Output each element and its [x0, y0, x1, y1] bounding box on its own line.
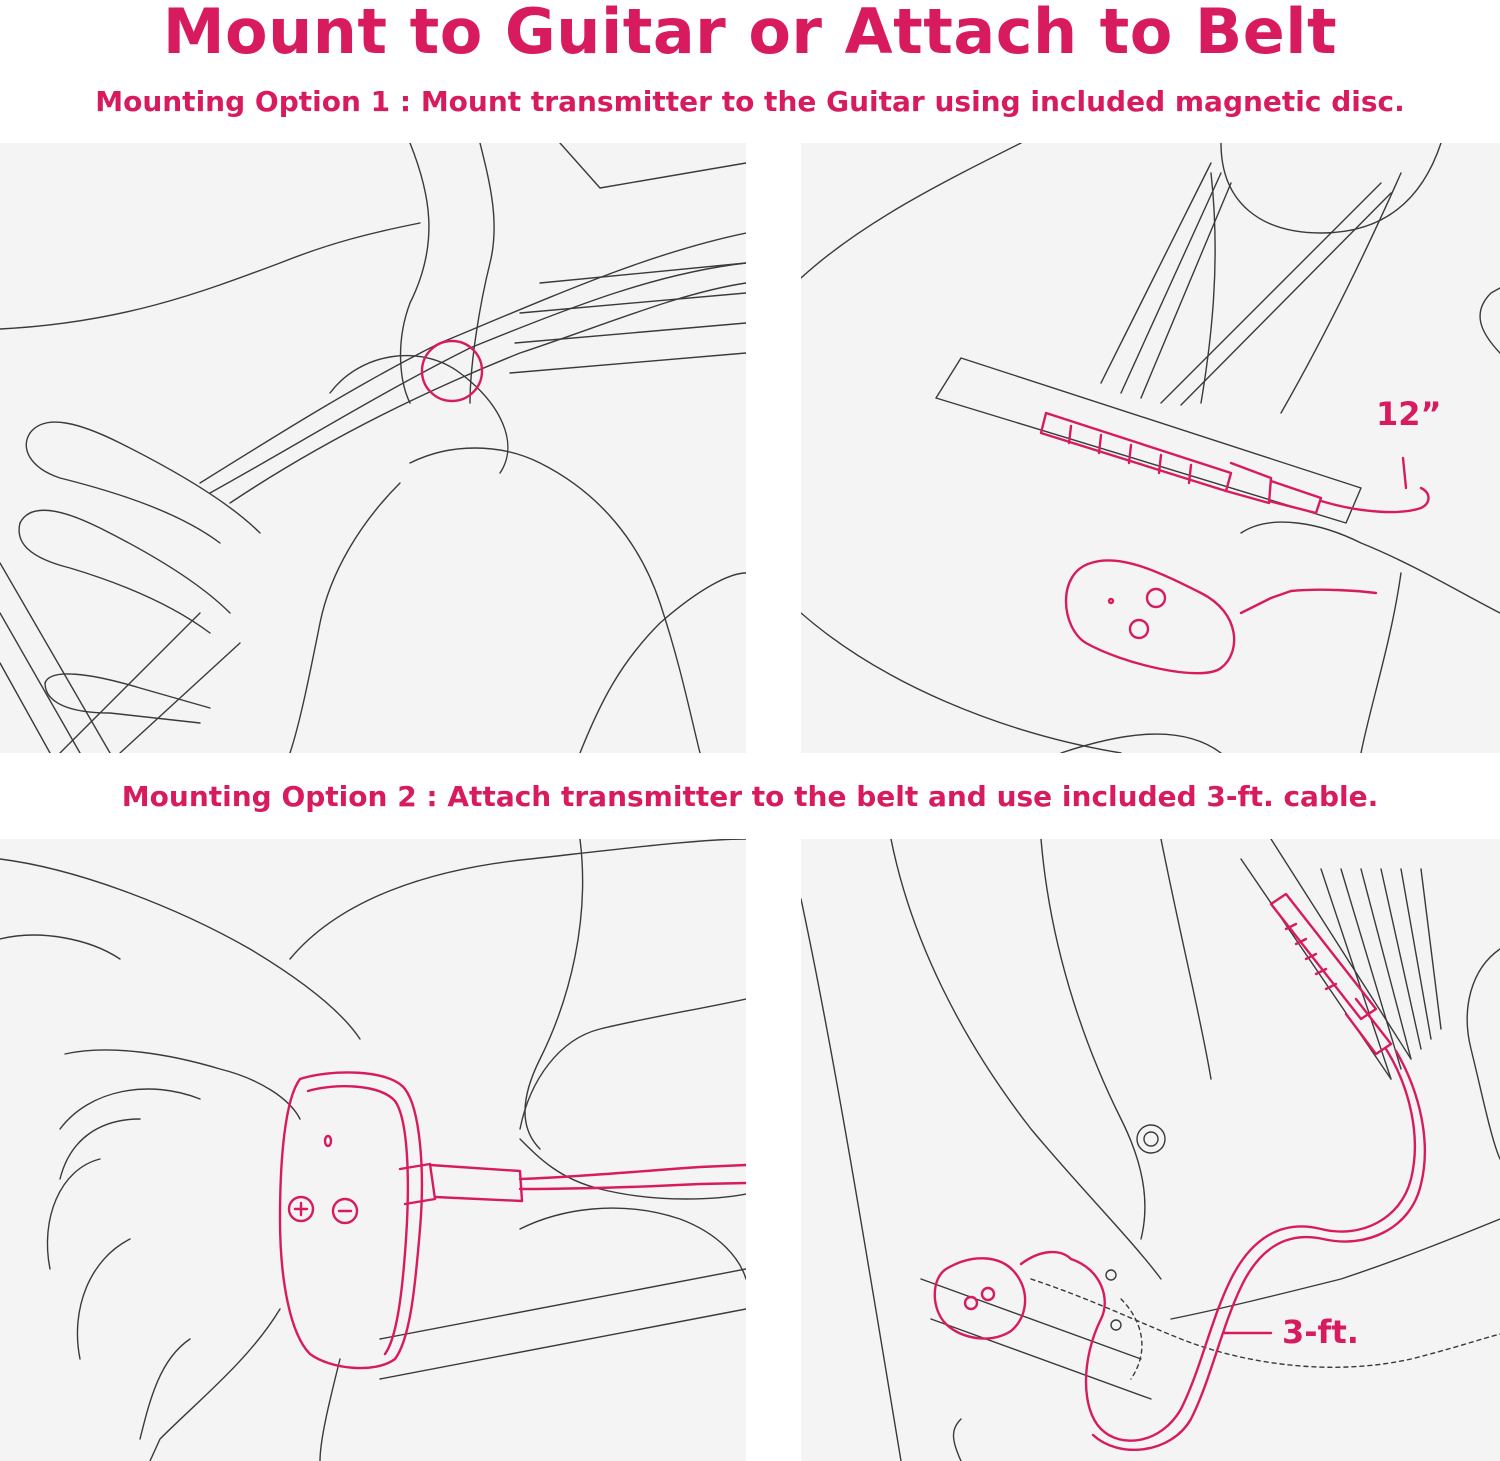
- page-title: Mount to Guitar or Attach to Belt: [162, 0, 1338, 68]
- mounting-option-1-heading: Mounting Option 1 : Mount transmitter to…: [95, 85, 1405, 118]
- illustration-magnetic-disc-mount: [0, 143, 746, 753]
- illustration-transmitter-in-hand: [0, 839, 746, 1461]
- mounting-option-2-heading: Mounting Option 2 : Attach transmitter t…: [121, 780, 1379, 813]
- belt-guitar-cable-drawing: [801, 839, 1500, 1461]
- pickup-cable-length-label: 12”: [1376, 395, 1442, 433]
- hands-transmitter-drawing: [0, 839, 746, 1461]
- illustration-guitar-transmitter: 12”: [801, 143, 1500, 753]
- illustration-belt-transmitter: 3-ft.: [801, 839, 1500, 1461]
- hand-guitar-disc-drawing: [0, 143, 746, 753]
- magnetic-disc-highlight: [420, 339, 484, 403]
- belt-cable-length-label: 3-ft.: [1282, 1313, 1359, 1351]
- guitar-pickup-transmitter-drawing: [801, 143, 1500, 753]
